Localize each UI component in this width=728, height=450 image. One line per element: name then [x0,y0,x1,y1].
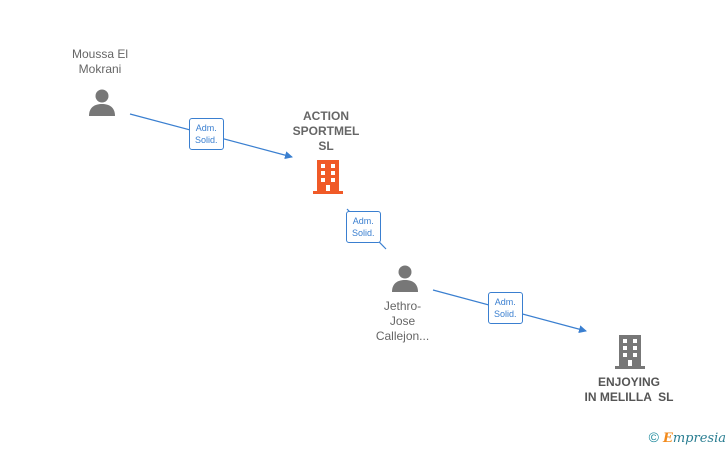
node-label-line2: Mokrani [78,62,122,76]
brand-footer[interactable]: ©Empresia [649,429,726,446]
edge-label-line1: Adm. [352,216,374,226]
node-label-line2: IN MELILLA SL [584,390,674,404]
edge-label-adm-solid[interactable]: Adm. Solid. [488,292,523,324]
edge-label-line2: Solid. [195,135,218,145]
node-label-line3: Callejon... [375,329,430,343]
node-label-line3: SL [318,139,334,153]
copyright-icon: © [648,429,659,445]
person-icon [392,265,418,292]
edge-label-line1: Adm. [195,123,217,133]
edge-label-line1: Adm. [494,297,516,307]
node-enjoying-in-melilla-sl[interactable]: ENJOYING IN MELILLA SL [573,375,685,405]
edge-label-line2: Solid. [352,228,375,238]
edge-label-adm-solid[interactable]: Adm. Solid. [189,118,224,150]
node-label-line1: ENJOYING [597,375,660,389]
node-label-line2: Jose [389,314,416,328]
person-icon [89,89,115,116]
edge-label-adm-solid[interactable]: Adm. Solid. [346,211,381,243]
building-icon [615,335,645,369]
node-label-line2: SPORTMEL [292,124,360,138]
node-moussa-el-mokrani[interactable]: Moussa El Mokrani [55,47,145,77]
edge-label-line2: Solid. [494,309,517,319]
node-label-line1: Jethro- [383,299,422,313]
node-label-line1: ACTION [303,109,349,123]
brand-logo: Empresia [662,431,726,446]
node-action-sportmel-sl[interactable]: ACTION SPORTMEL SL [276,109,376,154]
node-label-line1: Moussa El [71,47,129,61]
building-icon [313,160,343,194]
node-jethro-jose-callejon[interactable]: Jethro- Jose Callejon... [355,299,450,344]
